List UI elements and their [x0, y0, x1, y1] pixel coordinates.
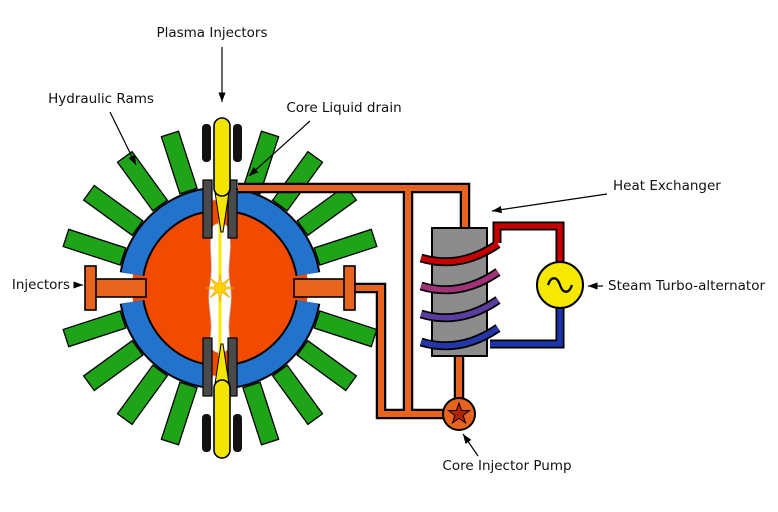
side-injector-right — [293, 265, 356, 311]
ring-arc — [121, 299, 209, 387]
ram — [313, 310, 378, 348]
fusion-starburst — [205, 273, 235, 303]
label-core-liquid-drain: Core Liquid drain — [286, 100, 401, 116]
labels: Plasma Injectors Hydraulic Rams Core Liq… — [12, 25, 766, 474]
ram — [116, 150, 169, 212]
injector-bar — [293, 278, 351, 298]
label-heat-exchanger: Heat Exchanger — [613, 178, 721, 194]
ram — [313, 228, 378, 266]
coil-turn-hot — [420, 241, 500, 265]
sine-wave-icon — [546, 277, 574, 293]
ram — [62, 228, 127, 266]
ram — [62, 310, 127, 348]
coil-turn-cold — [420, 325, 500, 349]
ring-arc — [231, 189, 319, 277]
ram — [116, 364, 169, 426]
ram — [82, 339, 144, 392]
arrow-heat-exchanger — [491, 193, 608, 214]
ring-arc — [231, 299, 319, 387]
injector-bar — [89, 278, 147, 298]
injector-pads — [202, 124, 242, 452]
label-core-injector-pump: Core Injector Pump — [442, 458, 571, 474]
ring-arc — [121, 189, 209, 277]
arrow-core-liquid-drain — [248, 120, 311, 177]
containment-ring — [119, 187, 321, 389]
plasma-injector-top — [213, 117, 231, 197]
ram — [160, 381, 198, 446]
funnel-plate — [227, 337, 238, 397]
funnel-plate — [227, 179, 238, 239]
heat-exchanger-coil — [419, 240, 501, 351]
cold-return-pipe — [490, 308, 563, 347]
ram — [271, 364, 324, 426]
label-injectors: Injectors — [12, 277, 70, 293]
coil-turn-cool — [420, 297, 500, 321]
funnel-plate — [202, 337, 213, 397]
hot-steam-pipe — [494, 223, 563, 262]
arrow-core-injector-pump — [462, 433, 479, 457]
label-steam-turbo-alternator: Steam Turbo-alternator — [608, 278, 765, 294]
label-plasma-injectors: Plasma Injectors — [156, 25, 267, 41]
injector-cap — [343, 265, 356, 311]
label-hydraulic-rams: Hydraulic Rams — [48, 91, 154, 107]
injector-funnels — [202, 179, 238, 397]
funnel-plate — [202, 179, 213, 239]
injector-cap — [84, 265, 97, 311]
ram — [271, 150, 324, 212]
side-injector-left — [84, 265, 147, 311]
ram — [242, 381, 280, 446]
ram — [160, 130, 198, 195]
hot-pipe-outline — [492, 221, 565, 262]
coolant-pipes — [238, 185, 468, 417]
pad — [202, 414, 211, 452]
pad — [202, 124, 211, 162]
cold-pipe-outline — [490, 308, 565, 349]
pad — [233, 414, 242, 452]
pad — [233, 124, 242, 162]
plasma-injector-bottom — [213, 379, 231, 459]
coil-turn-warm — [420, 269, 500, 293]
arrow-hydraulic-rams — [109, 111, 137, 166]
pump-rotor-icon — [447, 401, 471, 425]
ram — [296, 339, 358, 392]
ram — [82, 184, 144, 237]
hydraulic-rams — [62, 130, 378, 446]
